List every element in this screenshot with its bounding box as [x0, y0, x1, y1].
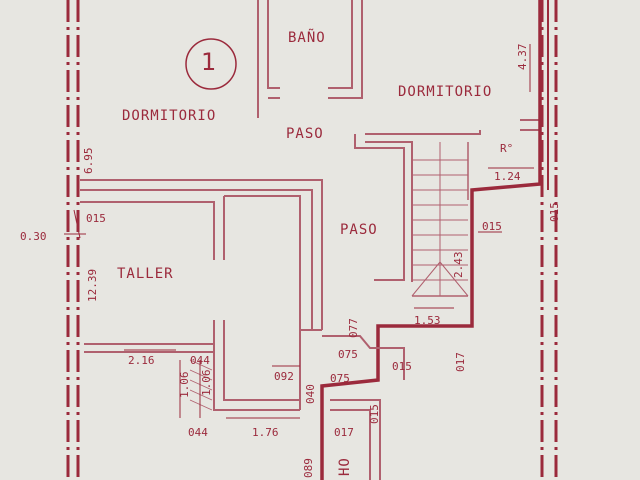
wall-bano-right-inner: [328, 0, 363, 99]
dimension-437: 4.37: [516, 43, 529, 71]
dimension-015-stair: 015: [482, 220, 502, 233]
dimension-106-b: 1.06: [200, 369, 213, 397]
room-number-circle: [185, 38, 237, 90]
wall-lower-room-inner: [330, 409, 371, 480]
wall-lower-corridor: [322, 335, 405, 380]
stair-winder-1: [411, 261, 441, 297]
dimension-077: 077: [347, 318, 360, 338]
dimension-015-mid: 015: [392, 360, 412, 373]
dimension-044-bottom: 044: [188, 426, 208, 439]
room-label-paso-top: PASO: [286, 126, 324, 142]
dimension-243: 2.43: [452, 251, 465, 279]
dimension-695: 6.95: [82, 147, 95, 175]
room-label-dormitorio-right: DORMITORIO: [398, 84, 493, 100]
wall-stair-top: [365, 130, 481, 135]
dimension-124: 1.24: [494, 170, 521, 183]
room-label-dormitorio-left: DORMITORIO: [122, 108, 217, 124]
wall-taller-right: [224, 195, 301, 410]
wall-dormitorio-bottom-outer: [80, 179, 323, 330]
wall-taller-top-left: [80, 201, 215, 260]
room-number: 1: [201, 48, 217, 76]
hatch-line: [189, 389, 213, 401]
dimension-030: 0.30: [20, 230, 47, 243]
dimension-r: R°: [500, 142, 514, 155]
dimension-153: 1.53: [414, 314, 441, 327]
room-label-bottom: HO: [337, 457, 353, 476]
dimension-017-a: 017: [454, 352, 467, 372]
room-label-paso-middle: PASO: [340, 222, 378, 238]
dimension-040: 040: [304, 384, 317, 404]
dimension-216: 2.16: [128, 354, 155, 367]
dimension-tick: [73, 209, 81, 239]
room-label-bano: BAÑO: [288, 30, 326, 46]
dimension-075-b: 075: [330, 372, 350, 385]
hatch-line: [189, 379, 213, 391]
dimension-017-b: 017: [334, 426, 354, 439]
wall-stair-left-outer: [354, 134, 405, 281]
dimension-089: 089: [302, 458, 315, 478]
wall-corridor-bottom: [213, 320, 300, 411]
hatch-line: [189, 359, 213, 371]
dimension-092: 092: [274, 370, 294, 383]
wall-lower-room-top: [330, 399, 381, 480]
hatch-line: [189, 399, 213, 411]
dimension-176: 1.76: [252, 426, 279, 439]
room-label-taller: TALLER: [117, 266, 174, 282]
wall-bano-right-outer: [328, 0, 353, 89]
wall-bano-left-inner: [267, 0, 280, 89]
party-wall-heavy: [320, 0, 542, 480]
dimension-106: 1.06: [178, 371, 191, 399]
hatch-line: [189, 369, 213, 381]
dimension-1239: 12.39: [86, 268, 99, 302]
dimension-044-top: 044: [190, 354, 210, 367]
dimension-015-low: 015: [368, 404, 381, 424]
stair-winder-2: [439, 261, 469, 297]
dimension-015-edge: 015: [548, 202, 561, 222]
dimension-075-a: 075: [338, 348, 358, 361]
dimension-015-left: 015: [86, 212, 106, 225]
wall-dormitorio-bottom-inner: [80, 189, 313, 330]
wall-corridor-bottom-inner: [223, 320, 300, 401]
